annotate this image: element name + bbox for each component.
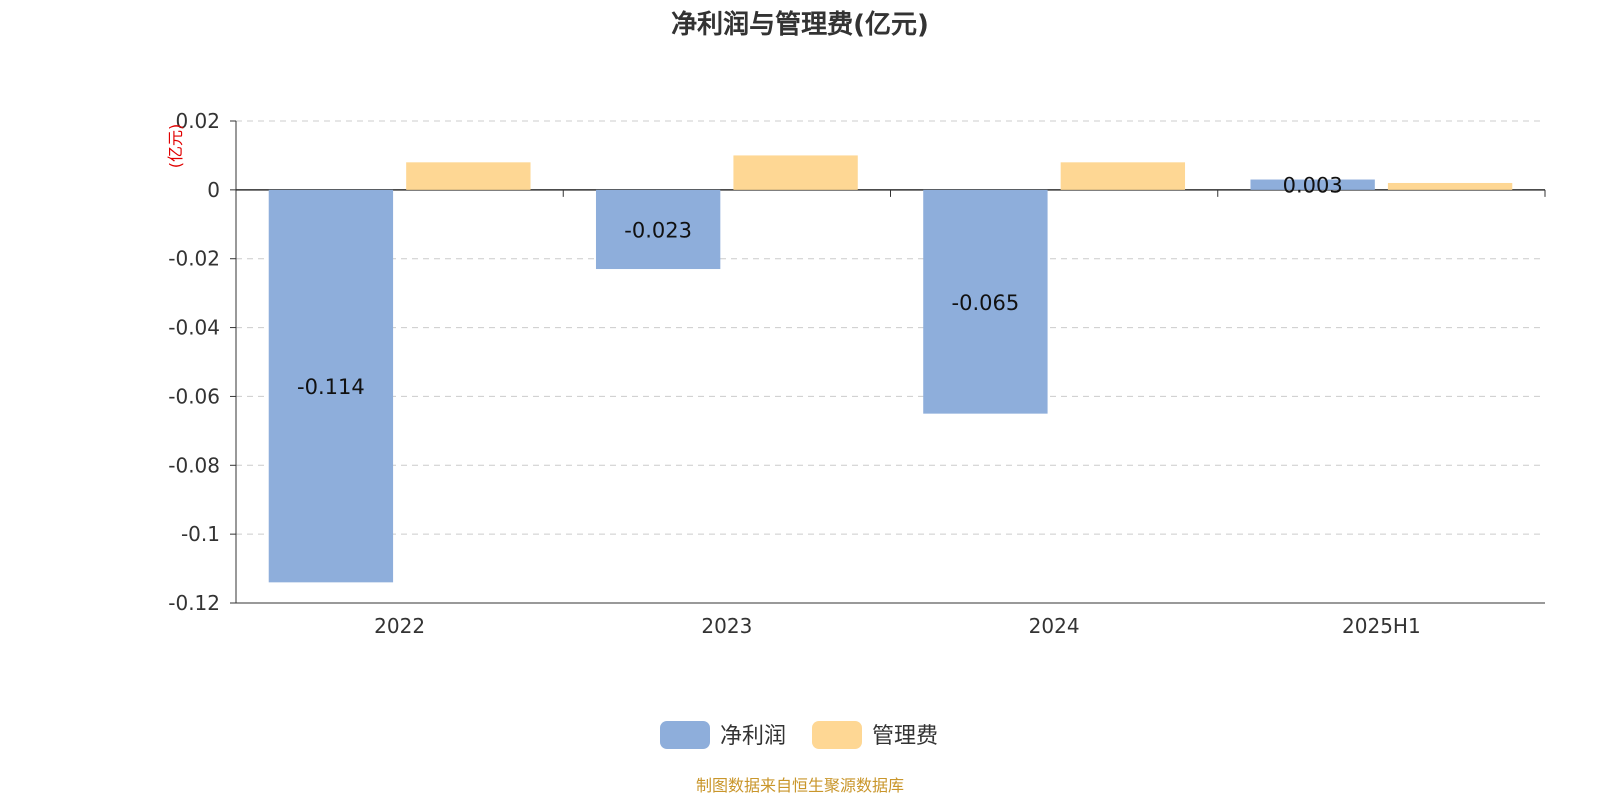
source-note: 制图数据来自恒生聚源数据库 (696, 776, 904, 795)
y-tick-label: -0.04 (168, 316, 220, 340)
net-profit-bar (923, 189, 1048, 414)
legend-swatch (812, 721, 862, 749)
y-tick-label: -0.08 (168, 453, 220, 477)
bars (268, 155, 1513, 583)
legend-swatch (660, 721, 710, 749)
legend: 净利润 管理费 (660, 721, 938, 749)
y-tick-label: -0.1 (181, 522, 220, 546)
net-profit-bar (595, 189, 721, 270)
y-tick-label: -0.12 (168, 591, 220, 615)
axes: 0.02 0 -0.02 -0.04 -0.06 -0.08 -0.1 -0.12 2022 20… (168, 109, 1546, 638)
data-labels: -0.114 -0.023 -0.065 0.003 (297, 174, 1343, 399)
net-profit-data-label: 0.003 (1283, 174, 1343, 198)
net-profit-bar (268, 189, 394, 583)
x-tick-label: 2023 (701, 614, 752, 638)
y-tick-label: -0.06 (168, 384, 220, 408)
net-profit-data-label: -0.065 (952, 291, 1020, 315)
mgmt-fee-bar (406, 162, 531, 190)
y-axis-unit-label: (亿元) (166, 124, 185, 169)
y-tick-label: -0.02 (168, 247, 220, 271)
legend-label: 净利润 (720, 724, 786, 749)
x-tick-label: 2022 (374, 614, 425, 638)
mgmt-fee-bar (1060, 162, 1186, 190)
mgmt-fee-bar (733, 155, 858, 190)
legend-label: 管理费 (872, 724, 938, 749)
mgmt-fee-bar (1387, 182, 1513, 190)
net-profit-data-label: -0.023 (624, 218, 692, 242)
chart-title: 净利润与管理费(亿元) (671, 9, 929, 40)
net-profit-bar (1250, 179, 1375, 190)
y-tick-label: 0.02 (175, 109, 220, 133)
x-tick-label: 2025H1 (1342, 614, 1421, 638)
net-profit-data-label: -0.114 (297, 375, 365, 399)
y-tick-label: 0 (207, 178, 220, 202)
x-tick-label: 2024 (1029, 614, 1080, 638)
